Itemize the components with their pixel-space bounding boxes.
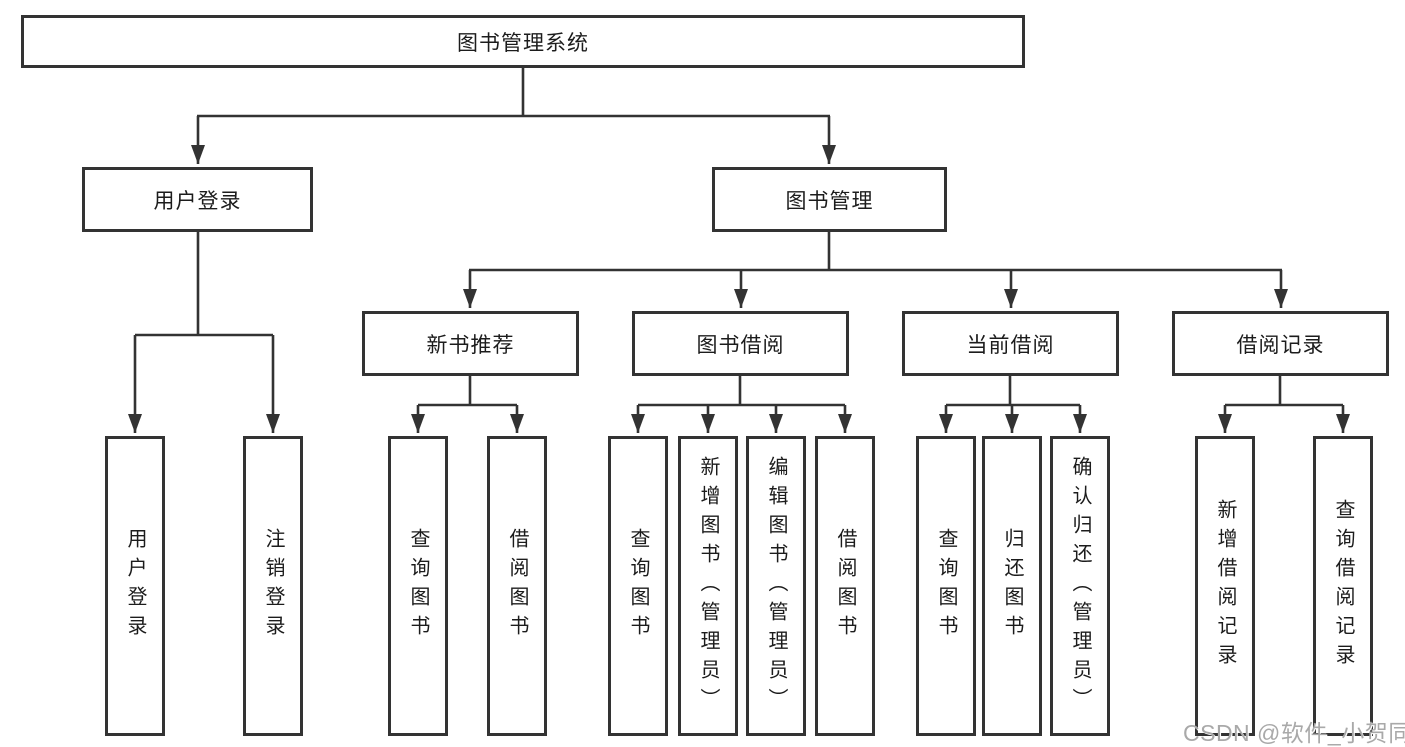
node-label: 借阅记录 [1236, 333, 1325, 357]
node-book-management: 图书管理 [712, 167, 947, 232]
node-label: 新书推荐 [426, 333, 515, 357]
node-library-management-system: 图书管理系统 [21, 15, 1025, 68]
node-current-borrowing: 当前借阅 [902, 311, 1119, 376]
csdn-watermark: CSDN @软件_小贺同学 [1183, 720, 1405, 746]
node-label: 借阅图书 [834, 528, 856, 644]
node-label: 图书借阅 [696, 333, 785, 357]
leaf-return-books: 归还图书 [982, 436, 1042, 736]
node-label: 归还图书 [1001, 528, 1023, 644]
node-label: 用户登录 [153, 189, 242, 213]
node-label: 新增借阅记录 [1214, 499, 1236, 673]
node-label: 查询图书 [627, 528, 649, 644]
leaf-logout-login: 注销登录 [243, 436, 303, 736]
leaf-add-borrow-record: 新增借阅记录 [1195, 436, 1255, 736]
node-label: 查询图书 [935, 528, 957, 644]
node-label: 编辑图书（管理员） [765, 455, 787, 717]
node-borrowing-records: 借阅记录 [1172, 311, 1389, 376]
node-label: 图书管理 [785, 189, 874, 213]
node-label: 查询图书 [407, 528, 429, 644]
node-user-login: 用户登录 [82, 167, 313, 232]
leaf-add-book-admin: 新增图书（管理员） [678, 436, 738, 736]
node-label: 当前借阅 [966, 333, 1055, 357]
leaf-query-books-recommend: 查询图书 [388, 436, 448, 736]
node-label: 注销登录 [262, 528, 284, 644]
leaf-query-books-borrow: 查询图书 [608, 436, 668, 736]
leaf-borrow-books: 借阅图书 [815, 436, 875, 736]
node-label: 用户登录 [124, 528, 146, 644]
node-label: 新增图书（管理员） [697, 455, 719, 717]
leaf-user-login: 用户登录 [105, 436, 165, 736]
leaf-edit-book-admin: 编辑图书（管理员） [746, 436, 806, 736]
leaf-query-borrow-record: 查询借阅记录 [1313, 436, 1373, 736]
node-label: 借阅图书 [506, 528, 528, 644]
leaf-confirm-return-admin: 确认归还（管理员） [1050, 436, 1110, 736]
leaf-query-books-current: 查询图书 [916, 436, 976, 736]
node-new-book-recommendation: 新书推荐 [362, 311, 579, 376]
node-label: 确认归还（管理员） [1069, 455, 1091, 717]
node-label: 查询借阅记录 [1332, 499, 1354, 673]
node-book-borrowing: 图书借阅 [632, 311, 849, 376]
node-label: 图书管理系统 [457, 31, 589, 55]
leaf-borrow-books-recommend: 借阅图书 [487, 436, 547, 736]
